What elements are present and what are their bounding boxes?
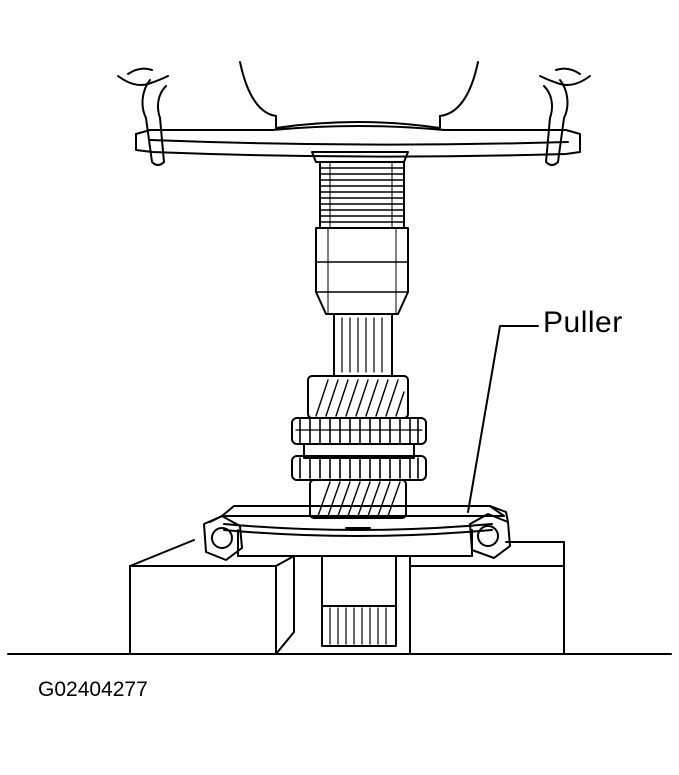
splined-shaft [333, 313, 393, 377]
figure-code: G02404277 [38, 678, 148, 701]
adapter-socket [315, 227, 409, 315]
helical-gear [291, 375, 427, 519]
callout-leader [467, 325, 539, 513]
puller-crossbar [117, 67, 591, 166]
forcing-screw [319, 161, 405, 229]
press-bed-blocks [7, 539, 672, 655]
press-dome [239, 61, 479, 131]
puller-plate [203, 505, 511, 561]
puller-label: Puller [543, 306, 623, 339]
